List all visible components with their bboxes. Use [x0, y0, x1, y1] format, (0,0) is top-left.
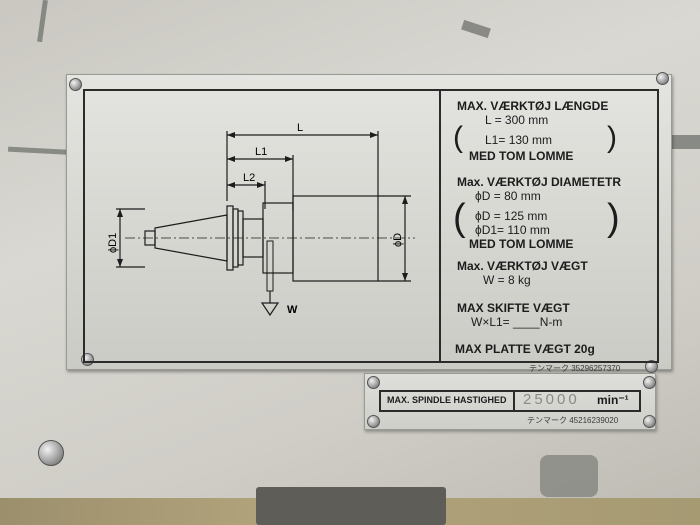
plate-divider: [439, 91, 441, 361]
tool-length-l1: L1= 130 mm: [485, 133, 553, 147]
plate-screw: [645, 360, 658, 373]
spindle-speed-value: 25000: [523, 391, 580, 408]
med-tom-lomme-1: MED TOM LOMME: [469, 149, 574, 163]
wall-stain: [540, 455, 598, 497]
plate-screw: [69, 78, 82, 91]
tool-diameter-d-pocket: ϕD = 125 mm: [475, 209, 548, 223]
spindle-divider: [513, 392, 515, 410]
label-l: L: [297, 122, 303, 134]
wall-stain: [672, 135, 700, 149]
tool-weight-w: W = 8 kg: [483, 273, 531, 287]
spindle-speed-frame: MAX. SPINDLE HASTIGHED 25000 min⁻¹: [379, 390, 641, 412]
plate-screw: [367, 376, 380, 389]
wall-crack: [37, 0, 48, 43]
max-tool-diameter: Max. VÆRKTØJ DIAMETETR: [457, 175, 622, 189]
label-d1: ϕD1: [107, 233, 119, 253]
plate-serial: テンマーク 35296257370: [529, 364, 621, 373]
spindle-speed-unit: min⁻¹: [597, 393, 629, 407]
wall-bolt: [38, 440, 64, 466]
max-shift-weight: MAX SKIFTE VÆGT: [457, 301, 570, 315]
paren-right: ): [607, 121, 617, 154]
label-w: W: [287, 304, 298, 316]
tool-spec-plate: L L1 L2 W ϕD1 ϕD MAX. VÆRKTØJ LÆNGDE L =…: [66, 72, 672, 373]
tool-length-l: L = 300 mm: [485, 113, 549, 127]
plate-frame: L L1 L2 W ϕD1 ϕD MAX. VÆRKTØJ LÆNGDE L =…: [83, 89, 659, 363]
label-l2: L2: [243, 172, 255, 184]
plate-screw: [643, 376, 656, 389]
med-tom-lomme-2: MED TOM LOMME: [469, 237, 574, 251]
machine-part: [256, 487, 446, 525]
plate-screw: [367, 415, 380, 428]
paren-right: ): [607, 197, 620, 239]
label-l1: L1: [255, 146, 267, 158]
wall-stain: [461, 19, 491, 39]
max-tool-length: MAX. VÆRKTØJ LÆNGDE: [457, 99, 609, 113]
tool-diameter-d1-pocket: ϕD1= 110 mm: [475, 223, 550, 237]
plate-screw: [643, 415, 656, 428]
max-tool-weight: Max. VÆRKTØJ VÆGT: [457, 259, 588, 273]
tool-diameter-d: ϕD = 80 mm: [475, 189, 541, 203]
spindle-speed-label: MAX. SPINDLE HASTIGHED: [387, 395, 507, 405]
spindle-speed-plate: MAX. SPINDLE HASTIGHED 25000 min⁻¹ テンマーク…: [364, 373, 656, 430]
shift-moment: W×L1= ____N-m: [471, 315, 563, 329]
paren-left: (: [453, 121, 463, 154]
tool-holder-diagram: L L1 L2 W ϕD1 ϕD: [107, 122, 415, 317]
spindle-plate-serial: テンマーク 45216239020: [527, 416, 619, 425]
plate-screw: [656, 72, 669, 85]
max-plate-weight: MAX PLATTE VÆGT 20g: [455, 342, 595, 356]
paren-left: (: [453, 197, 466, 239]
label-d: ϕD: [392, 233, 404, 247]
